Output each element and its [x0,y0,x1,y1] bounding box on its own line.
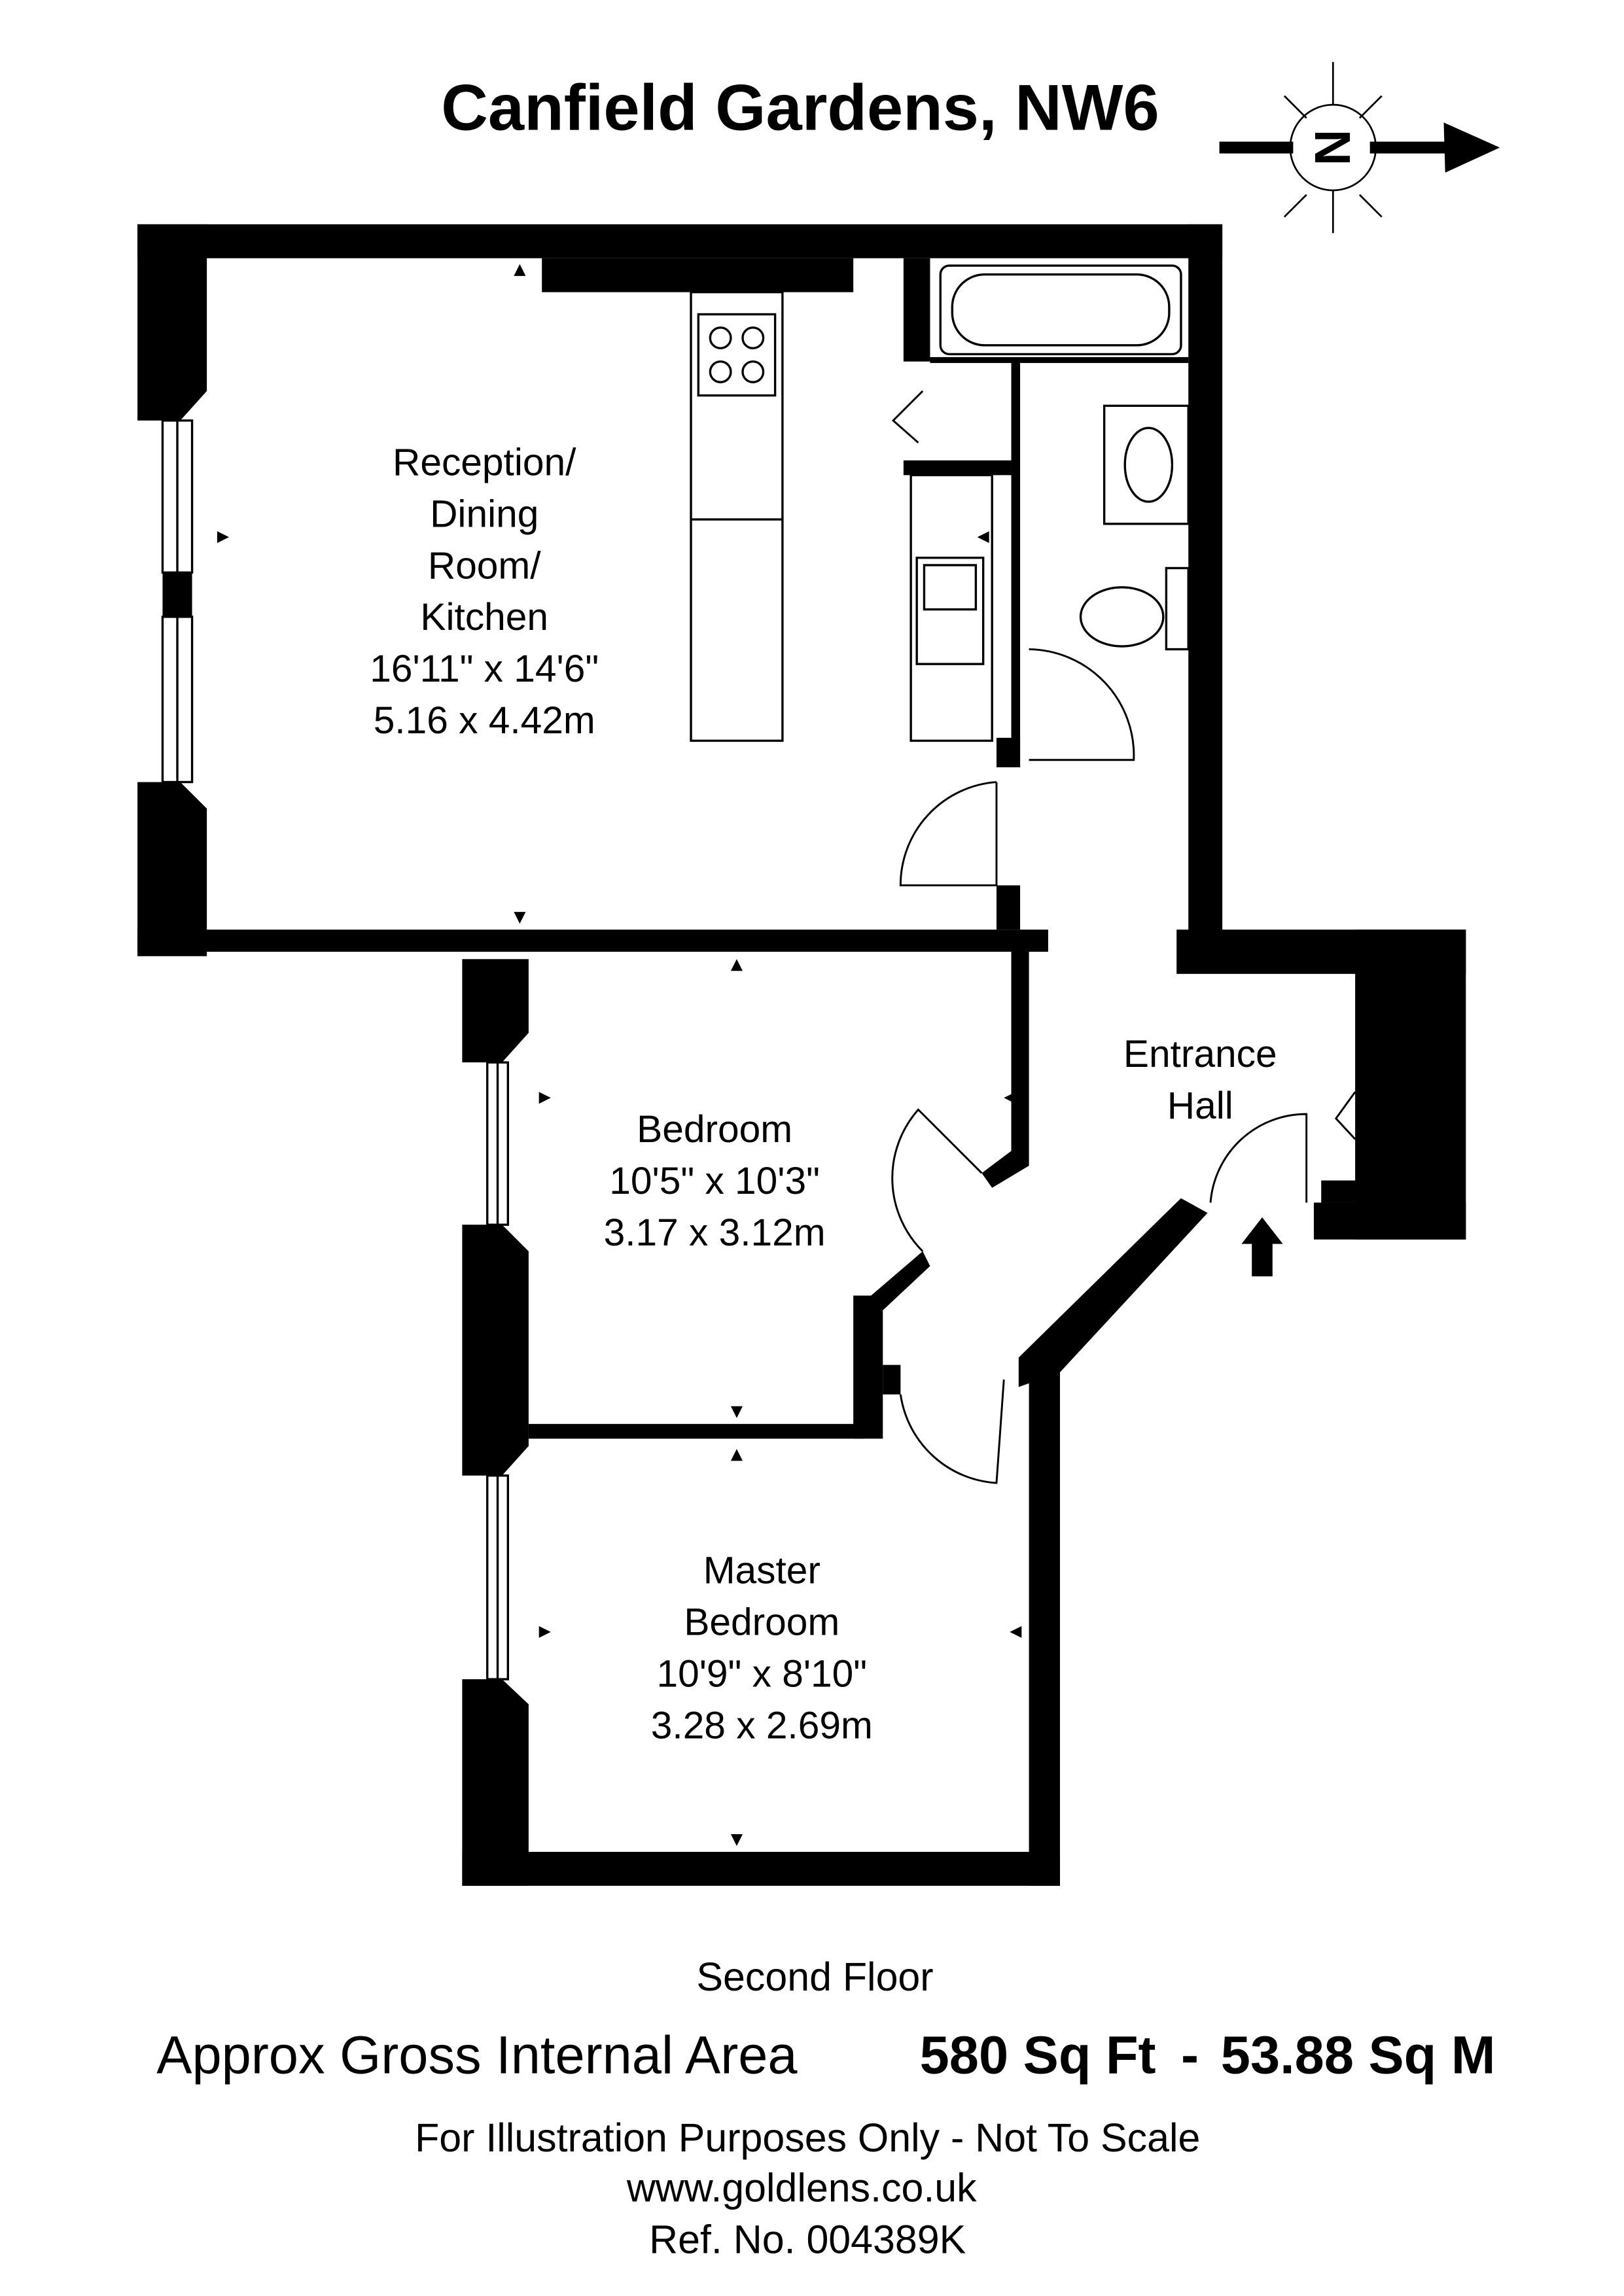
windows [161,419,510,1680]
sink-icon [915,556,985,665]
area-sqm: 53.88 Sq M [1221,2025,1496,2085]
north-arrow-icon: N [1219,61,1500,234]
svg-text:Room/: Room/ [428,544,541,587]
svg-text:Master: Master [703,1549,821,1592]
website-link[interactable]: www.goldlens.co.uk [626,2166,977,2210]
bath-icon [939,264,1182,356]
boiler-label: B [1403,1105,1425,1142]
svg-text:10'9" x 8'10": 10'9" x 8'10" [656,1652,867,1695]
svg-text:16'11" x 14'6": 16'11" x 14'6" [370,648,599,690]
svg-text:3.28 x 2.69m: 3.28 x 2.69m [651,1704,873,1747]
floor-label: Second Floor [696,1955,933,1999]
svg-text:Entrance: Entrance [1123,1033,1277,1075]
room-entrance-hall: Entrance Hall [1123,1033,1277,1127]
dimension-markers [217,264,1022,1846]
svg-text:Reception/: Reception/ [393,441,576,483]
svg-text:5.16 x 4.42m: 5.16 x 4.42m [374,699,595,742]
room-bedroom: Bedroom 10'5" x 10'3" 3.17 x 3.12m [604,1108,826,1254]
boiler-cupboard [1394,1090,1434,1153]
svg-text:Hall: Hall [1167,1085,1233,1127]
plan-title: Canfield Gardens, NW6 [441,72,1159,145]
bathroom-fixtures [939,264,1190,651]
room-master-bedroom: Master Bedroom 10'9" x 8'10" 3.28 x 2.69… [651,1549,873,1747]
svg-text:3.17 x 3.12m: 3.17 x 3.12m [604,1211,826,1254]
entrance-arrow-icon [1241,1217,1283,1277]
doors [891,390,1434,1484]
area-separator: - [1181,2025,1199,2085]
area-sqft: 580 Sq Ft [920,2025,1156,2085]
walls [137,224,1466,1886]
area-label: Approx Gross Internal Area [156,2025,798,2085]
svg-text:Dining: Dining [430,493,538,535]
svg-text:Bedroom: Bedroom [637,1108,792,1151]
svg-text:Kitchen: Kitchen [420,596,548,638]
kitchen-fixtures [690,290,993,742]
toilet-icon [1165,566,1190,651]
disclaimer: For Illustration Purposes Only - Not To … [415,2115,1200,2160]
svg-text:10'5" x 10'3": 10'5" x 10'3" [609,1160,820,1202]
svg-text:Bedroom: Bedroom [684,1601,839,1643]
hob-icon [697,313,777,397]
reference-number: Ref. No. 004389K [649,2218,966,2262]
basin-icon [1103,404,1190,525]
compass-letter: N [1304,130,1360,165]
room-reception: Reception/ Dining Room/ Kitchen 16'11" x… [370,441,599,742]
